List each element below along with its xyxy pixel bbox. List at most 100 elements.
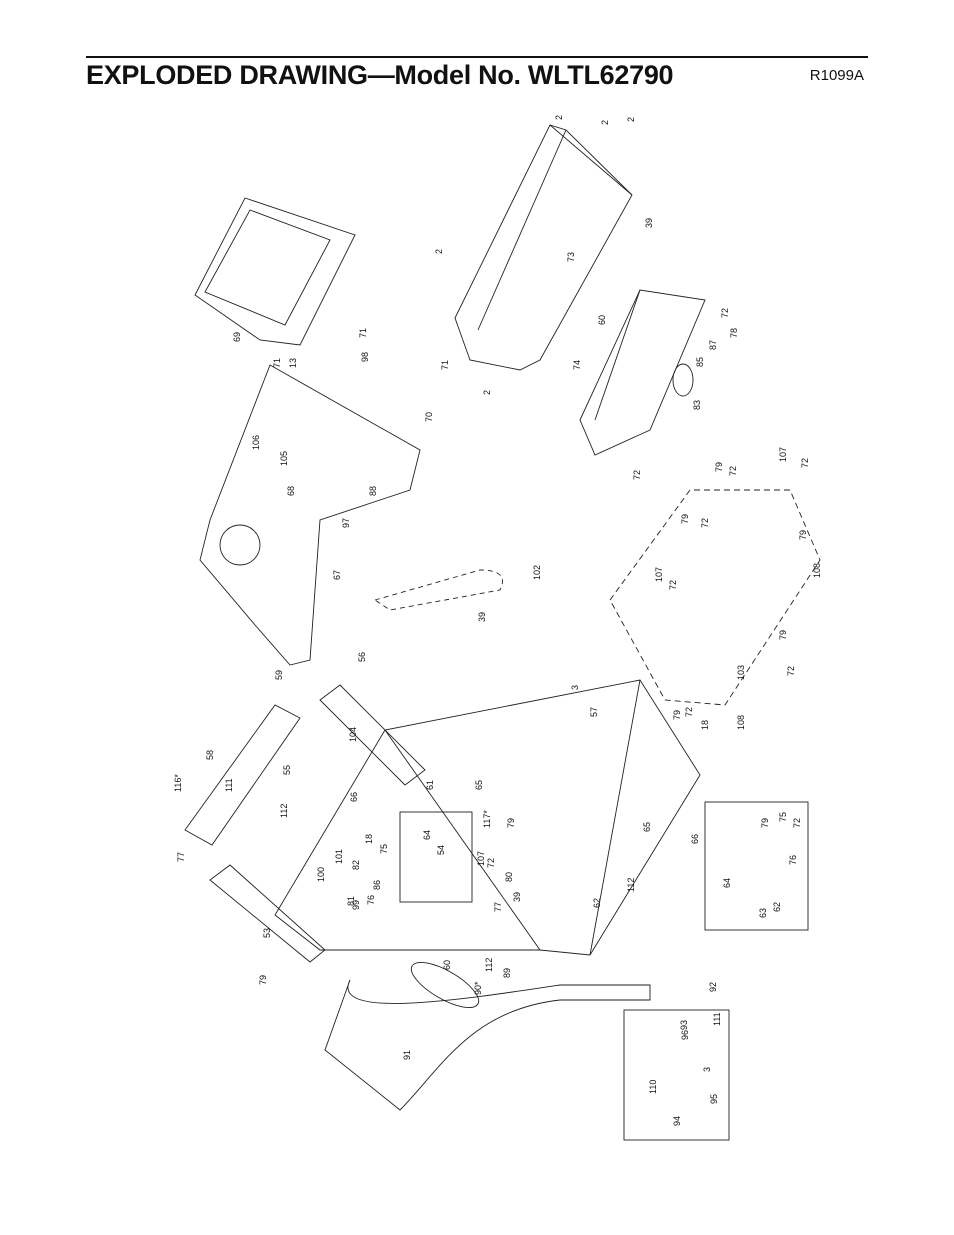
callout-label: 110 [648, 1080, 658, 1094]
callout-label: 88 [368, 486, 378, 496]
callout-label: 104 [348, 727, 358, 742]
callout-label: 72 [684, 707, 694, 717]
callout-label: 103 [736, 665, 746, 680]
callout-label: 18 [700, 720, 710, 730]
callout-label: 64 [422, 830, 432, 840]
callout-label: 101 [334, 849, 344, 864]
callout-label: 72 [792, 818, 802, 828]
platform-panel-part [609, 489, 821, 706]
callout-label: 67 [332, 570, 342, 580]
callout-label: 117* [482, 810, 492, 828]
callout-label: 18 [364, 834, 374, 844]
callout-label: 90* [473, 981, 483, 995]
callout-label: 3 [570, 685, 580, 690]
crossbar-part [184, 704, 301, 846]
callout-label: 96 [680, 1030, 690, 1040]
callout-label: 95 [709, 1094, 719, 1104]
callout-label: 2 [482, 390, 492, 395]
callout-label: 72 [800, 458, 810, 468]
callout-label: 55 [282, 765, 292, 775]
callout-label: 108 [812, 563, 822, 578]
callout-label: 79 [258, 975, 268, 985]
callout-label: 63 [758, 908, 768, 918]
callout-label: 82 [351, 860, 361, 870]
callout-label: 77 [176, 852, 186, 862]
callout-label: 81 [346, 896, 356, 906]
callout-label: 62 [592, 898, 602, 908]
callout-label: 77 [493, 902, 503, 912]
callout-label: 72 [486, 858, 496, 868]
callout-label: 39 [477, 612, 487, 622]
callout-label: 75 [379, 844, 389, 854]
pulley-belt-part [410, 962, 480, 1008]
callout-label: 93 [679, 1020, 689, 1030]
callout-label: 98 [360, 352, 370, 362]
callout-label: 86 [372, 880, 382, 890]
callout-label: 91 [402, 1050, 412, 1060]
header-rule [86, 56, 868, 58]
callout-label: 72 [728, 466, 738, 476]
upright-part [209, 684, 426, 963]
callout-label: 79 [680, 514, 690, 524]
callout-label: 79 [506, 818, 516, 828]
callout-label: 106 [251, 435, 261, 450]
callout-label: 72 [720, 308, 730, 318]
callout-label: 111 [224, 778, 234, 792]
callout-label: 72 [700, 518, 710, 528]
callout-label: 59 [274, 670, 284, 680]
callout-label: 112 [626, 878, 636, 892]
callout-label: 3 [702, 1067, 712, 1072]
callout-label: 66 [349, 792, 359, 802]
callout-label: 2 [626, 117, 636, 122]
callout-label: 102 [532, 565, 542, 580]
callout-label: 58 [205, 750, 215, 760]
callout-label: 68 [286, 486, 296, 496]
callout-label: 60 [597, 315, 607, 325]
callout-label: 54 [436, 845, 446, 855]
callout-label: 71 [272, 358, 282, 368]
callout-label: 64 [722, 878, 732, 888]
callout-label: 61 [425, 780, 435, 790]
console-base-part [199, 364, 421, 666]
callout-label: 13 [288, 358, 298, 368]
callout-label: 74 [572, 360, 582, 370]
callout-label: 107 [476, 851, 486, 866]
foot-rail-part [324, 979, 651, 1111]
callout-label: 92 [708, 982, 718, 992]
front-roller-detail-box [704, 801, 809, 931]
callout-label: 79 [672, 710, 682, 720]
callout-label: 83 [692, 400, 702, 410]
callout-label: 85 [695, 357, 705, 367]
callout-label: 105 [279, 451, 289, 466]
callout-label: 39 [512, 892, 522, 902]
motor-hood-part [454, 124, 633, 371]
main-frame-part [274, 679, 701, 956]
drawing-reference-code: R1099A [809, 67, 864, 84]
page-title: EXPLODED DRAWING—Model No. WLTL62790 [86, 60, 674, 90]
callout-label: 78 [729, 328, 739, 338]
callout-label: 76 [366, 895, 376, 905]
callout-label: 76 [788, 855, 798, 865]
rear-roller-detail-box [623, 1009, 730, 1141]
callout-label: 94 [672, 1116, 682, 1126]
callout-label: 97 [341, 518, 351, 528]
callout-label: 99 [351, 900, 361, 910]
callout-label: 89 [502, 968, 512, 978]
belt-outline-part [373, 569, 503, 611]
callout-label: 72 [632, 470, 642, 480]
callout-label: 2 [434, 249, 444, 254]
callout-label: 100 [316, 867, 326, 882]
callout-label: 108 [736, 715, 746, 730]
callout-label: 79 [778, 630, 788, 640]
callout-label: 112 [279, 804, 289, 818]
callout-label: 39 [644, 218, 654, 228]
callout-label: 60 [442, 960, 452, 970]
callout-label: 72 [668, 580, 678, 590]
callout-label: 71 [358, 328, 368, 338]
callout-label: 66 [690, 834, 700, 844]
callout-label: 107 [778, 447, 788, 462]
callout-label: 53 [262, 928, 272, 938]
callout-label: 73 [566, 252, 576, 262]
